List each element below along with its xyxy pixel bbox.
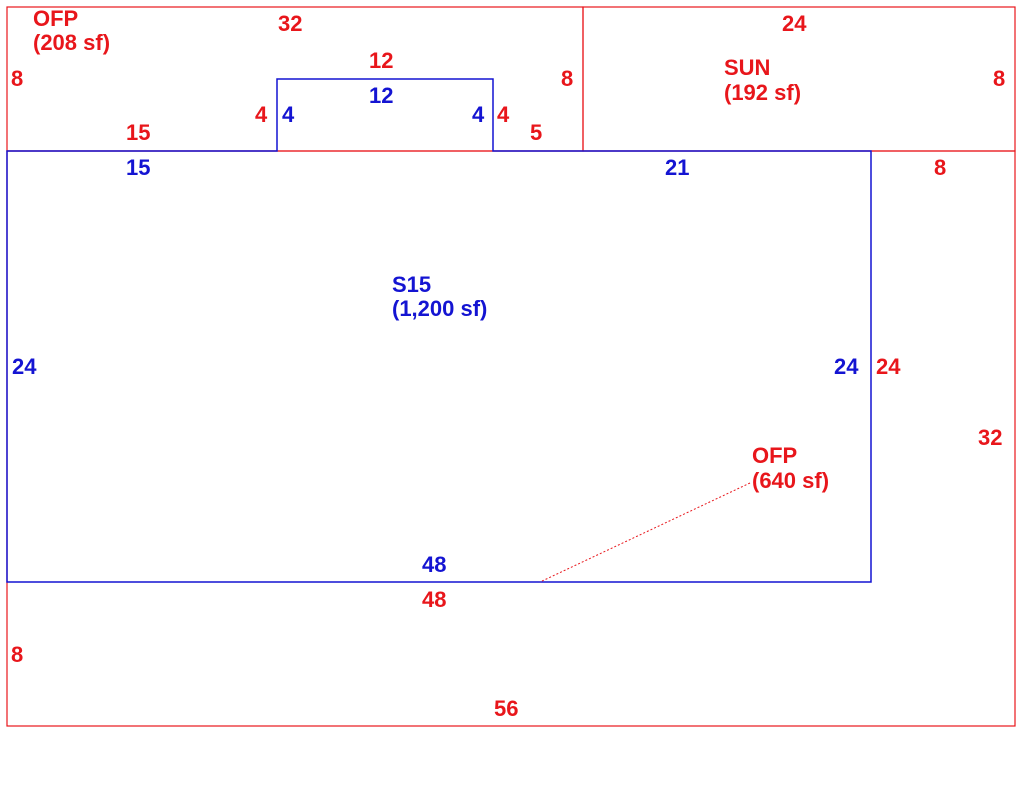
dim-bump-outer-left: 4 xyxy=(255,102,268,127)
main-area-area: (1,200 sf) xyxy=(392,296,487,321)
sun-area: (192 sf) xyxy=(724,80,801,105)
dim-ofp-wrap-inner-bottom: 48 xyxy=(422,587,446,612)
main-area-name: S15 xyxy=(392,272,431,297)
dim-ofp-top-left: 8 xyxy=(11,66,23,91)
dim-bump-outer-right: 4 xyxy=(497,102,510,127)
ofp-top-name: OFP xyxy=(33,6,78,31)
dim-bump-outer-top: 12 xyxy=(369,48,393,73)
dim-ofp-wrap-top-right: 8 xyxy=(934,155,946,180)
dim-main-left: 24 xyxy=(12,354,37,379)
dim-sun-top: 24 xyxy=(782,11,807,36)
exterior-outlines xyxy=(6,6,1016,727)
dim-bump-inner-right: 4 xyxy=(472,102,485,127)
dim-ofp-wrap-inner-right: 24 xyxy=(876,354,901,379)
dim-bump-inner-left: 4 xyxy=(282,102,295,127)
ofp-leader-line xyxy=(539,482,751,583)
ofp-wrap-area: (640 sf) xyxy=(752,468,829,493)
dim-main-right: 24 xyxy=(834,354,859,379)
dim-main-top-right: 21 xyxy=(665,155,689,180)
dim-ofp-top-right-seg: 5 xyxy=(530,120,542,145)
dim-ofp-wrap-left: 8 xyxy=(11,642,23,667)
dim-ofp-wrap-right: 32 xyxy=(978,425,1002,450)
dim-ofp-top-right: 8 xyxy=(561,66,573,91)
sun-name: SUN xyxy=(724,55,770,80)
dim-bump-inner-top: 12 xyxy=(369,83,393,108)
dim-ofp-top-left-seg: 15 xyxy=(126,120,150,145)
dim-ofp-wrap-bottom: 56 xyxy=(494,696,518,721)
main-area-outline xyxy=(6,78,872,583)
ofp-wrap-name: OFP xyxy=(752,443,797,468)
ofp-top-area: (208 sf) xyxy=(33,30,110,55)
dim-main-bottom: 48 xyxy=(422,552,446,577)
dim-sun-right: 8 xyxy=(993,66,1005,91)
ofp-wrap-outline xyxy=(6,150,1016,727)
dim-main-top-left: 15 xyxy=(126,155,150,180)
dim-ofp-top-width: 32 xyxy=(278,11,302,36)
